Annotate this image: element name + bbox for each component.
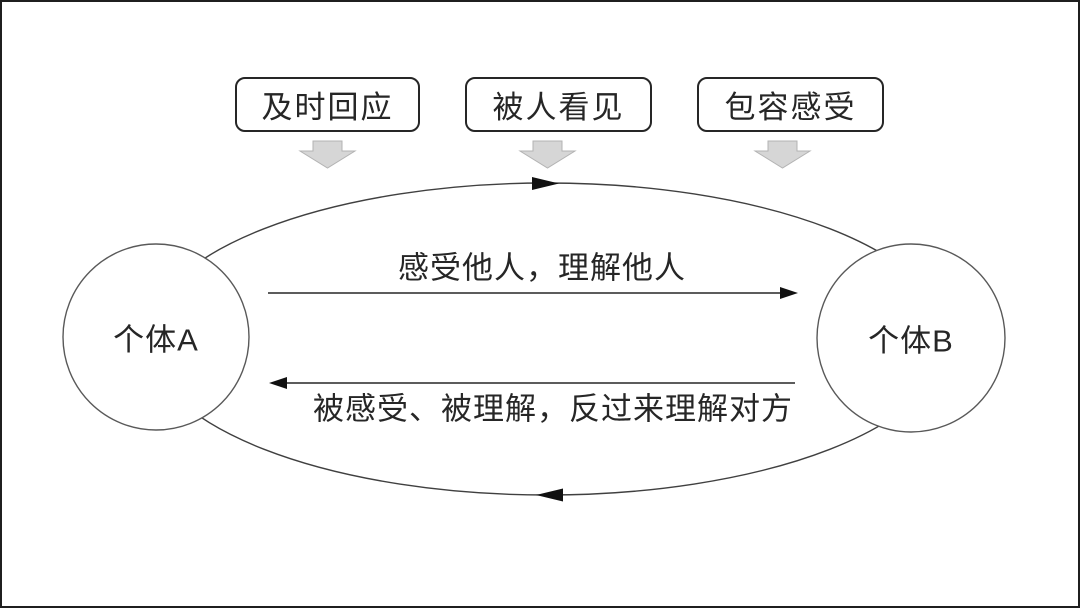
circle-individual-a bbox=[62, 243, 250, 431]
forward-flow-label: 感受他人，理解他人 bbox=[398, 250, 686, 286]
factor-box-timely-response: 及时回应 bbox=[235, 77, 420, 132]
backward-arrowhead-icon bbox=[269, 377, 287, 389]
circle-individual-b bbox=[816, 243, 1006, 433]
down-arrow-icon bbox=[753, 140, 812, 169]
backward-flow-label: 被感受、被理解，反过来理解对方 bbox=[313, 391, 793, 427]
cycle-arrowhead-top-icon bbox=[532, 177, 559, 190]
down-arrow-icon bbox=[518, 140, 577, 169]
cycle-arrowhead-bottom-icon bbox=[536, 488, 563, 502]
factor-box-being-seen: 被人看见 bbox=[465, 77, 652, 132]
down-arrow-icon bbox=[298, 140, 357, 169]
factor-box-label: 包容感受 bbox=[724, 90, 857, 125]
node-label-individual-b: 个体B bbox=[868, 323, 954, 359]
factor-box-label: 被人看见 bbox=[492, 90, 625, 125]
factor-box-label: 及时回应 bbox=[261, 90, 394, 125]
factor-box-accepting-feelings: 包容感受 bbox=[697, 77, 884, 132]
forward-arrowhead-icon bbox=[780, 287, 798, 299]
node-label-individual-a: 个体A bbox=[113, 322, 199, 358]
